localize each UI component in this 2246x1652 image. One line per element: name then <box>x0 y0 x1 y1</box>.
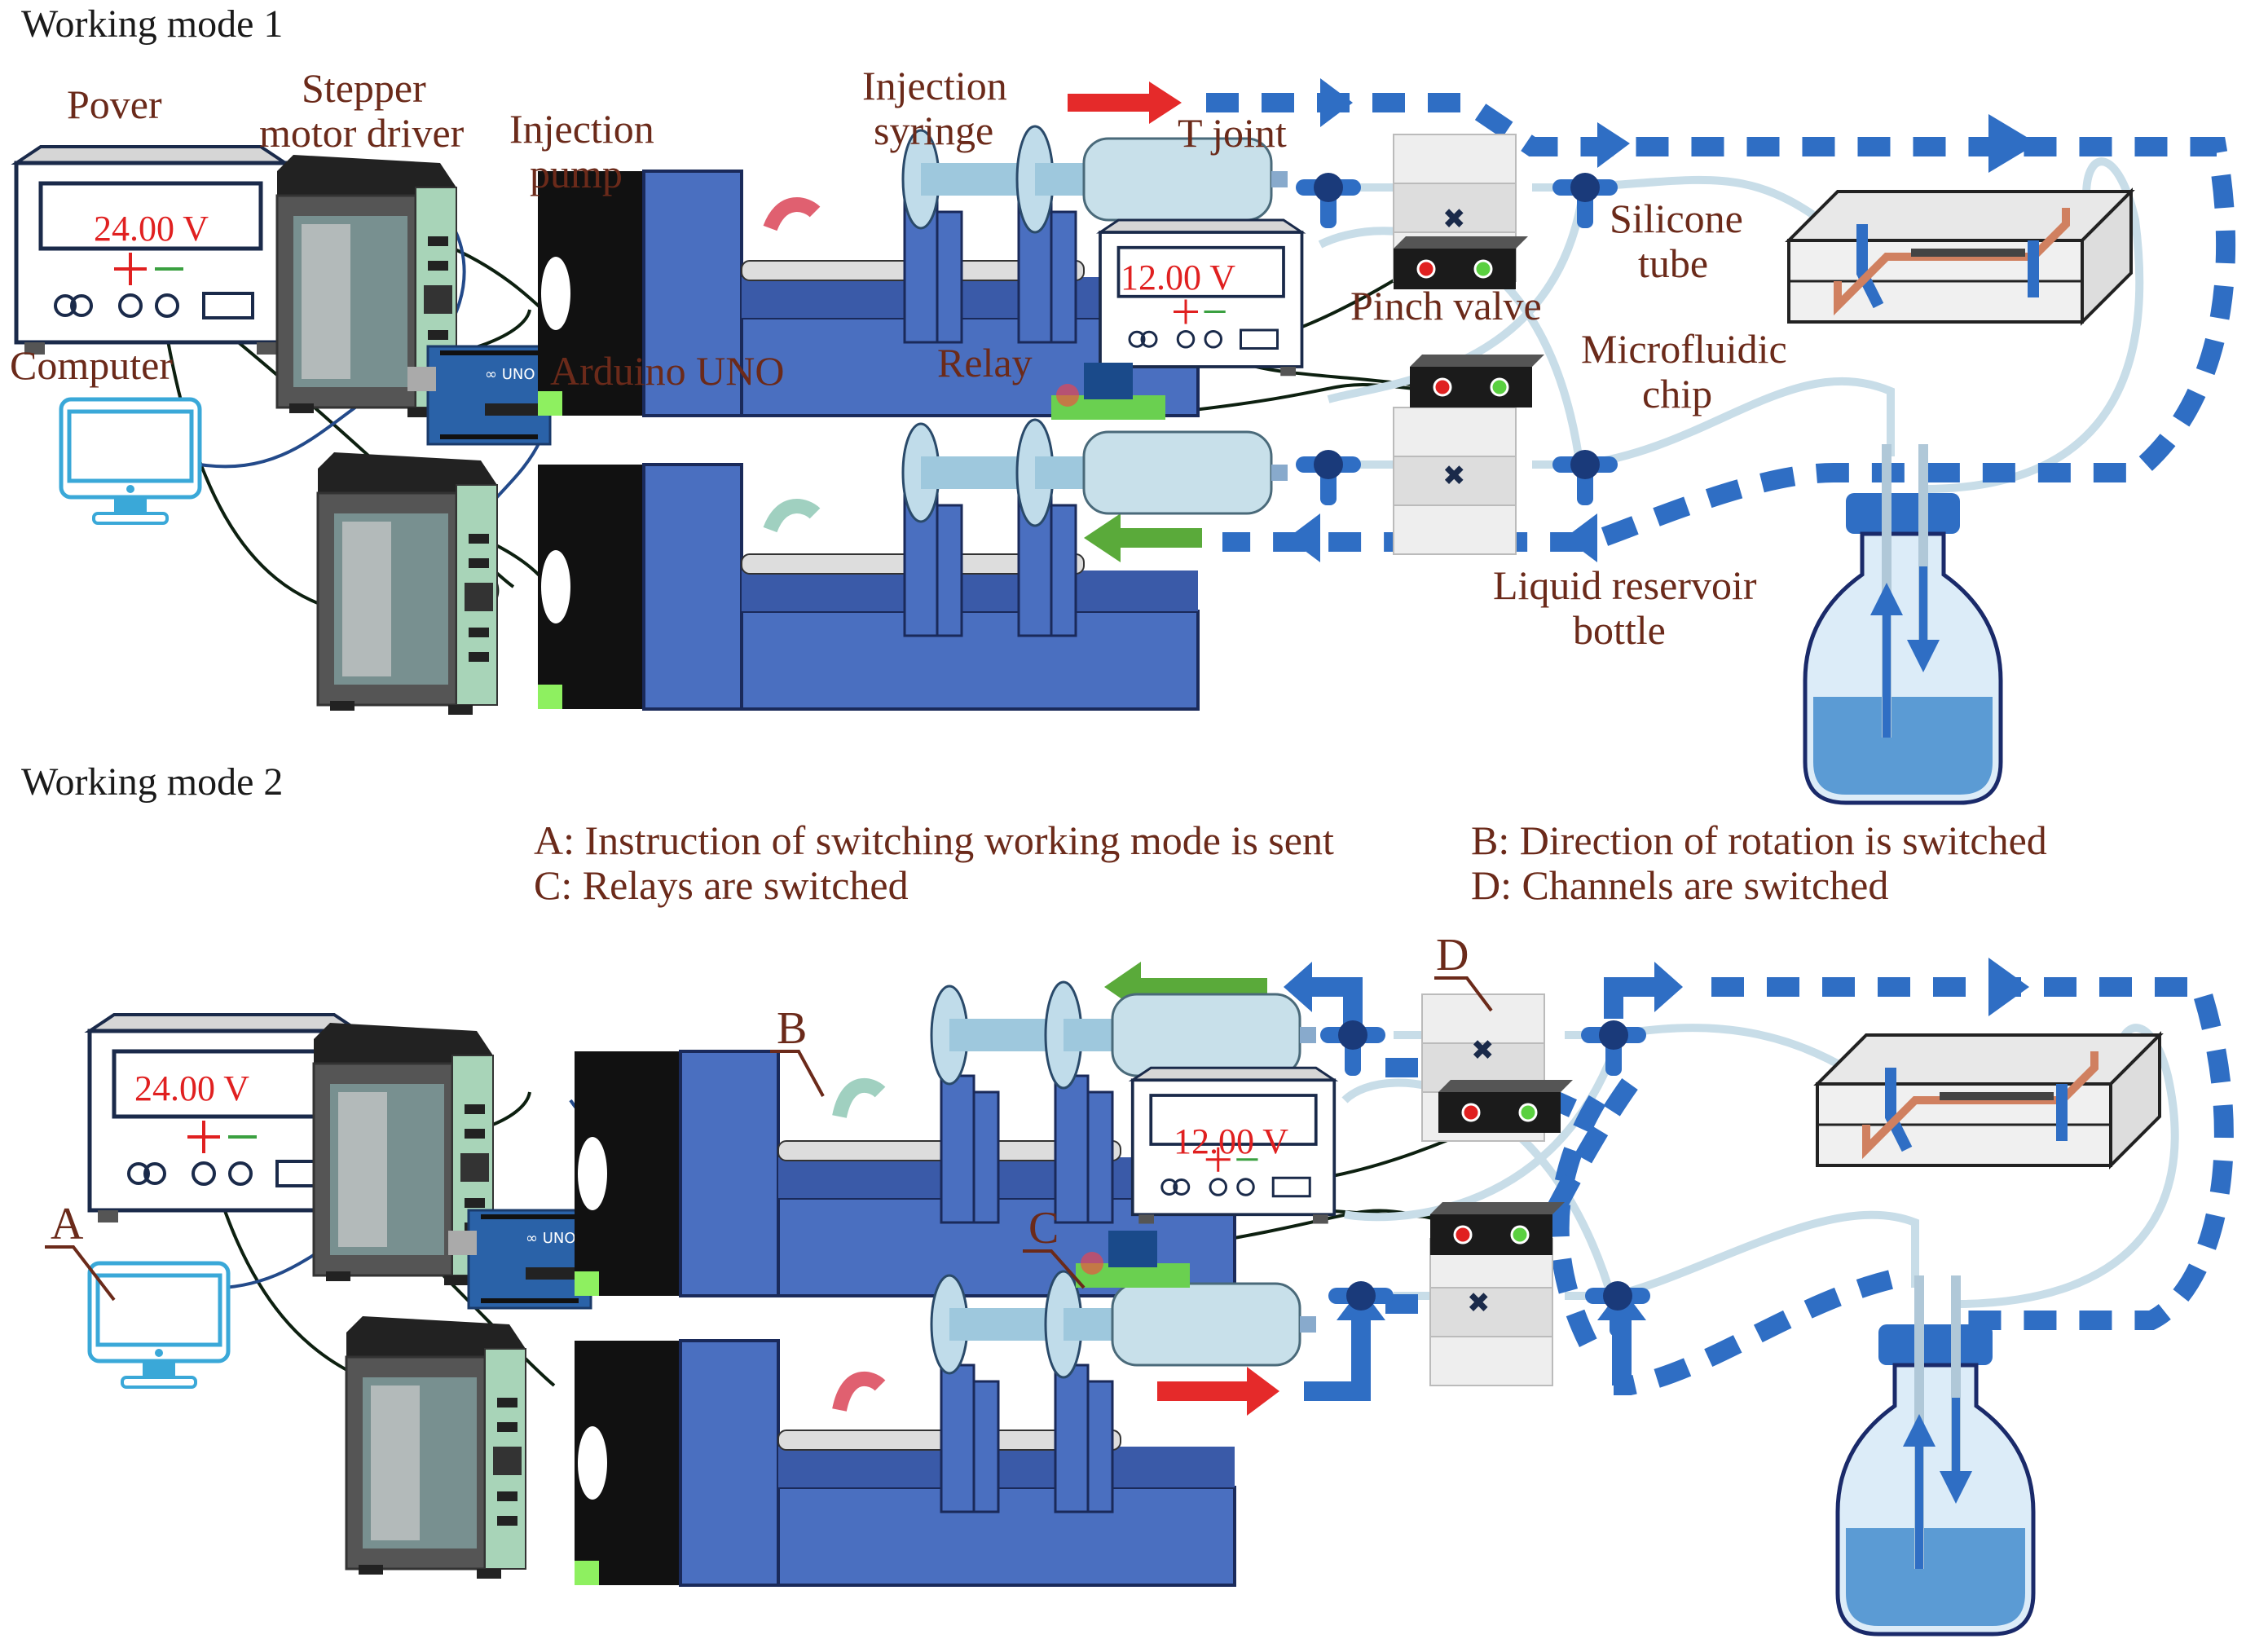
label-injection-pump-line2: pump <box>530 151 623 196</box>
pinch-valve-1-head <box>1392 235 1530 291</box>
label-arduino-uno: Arduino UNO <box>550 348 784 394</box>
marker-c: C <box>1028 1203 1059 1253</box>
t-joint-1-mode-2 <box>1320 1020 1385 1076</box>
injection-pump-2-mode-2 <box>573 1339 1236 1587</box>
voltage-readout-12v-mode-2: 12.00 V <box>1174 1121 1288 1161</box>
label-microfluidic-chip-line2: chip <box>1642 371 1712 416</box>
flow-path-mode-1 <box>1068 78 2236 562</box>
pinch-valve-2-head-mode-2 <box>1429 1200 1566 1257</box>
step-markers: A B C D <box>45 930 1493 1302</box>
label-t-joint: T joint <box>1178 110 1287 156</box>
label-reservoir-line2: bottle <box>1573 607 1666 653</box>
power-supply-12v <box>1099 218 1304 378</box>
t-joint-2 <box>1296 450 1361 505</box>
rotation-arrow-ccw <box>763 499 821 533</box>
power-supply-24v <box>16 147 285 355</box>
valve-closed-icon: ✖ <box>1467 1289 1491 1319</box>
arduino-uno-board <box>406 345 552 446</box>
legend: A: Instruction of switching working mode… <box>534 817 2047 908</box>
label-computer: Computer <box>10 342 173 388</box>
marker-c-arrow <box>1023 1249 1086 1289</box>
mode-2-section: Working mode 2 A: Instruction of switchi… <box>21 760 2234 1634</box>
arduino-uno-board-mode-2 <box>447 1209 592 1310</box>
pinch-valve-1-head-mode-2 <box>1437 1078 1574 1134</box>
label-stepper-motor-driver-line1: Stepper <box>302 65 426 111</box>
flow-path-mode-2 <box>1104 958 2234 1416</box>
microfluidic-chip-mode-2 <box>1817 1035 2160 1165</box>
marker-b: B <box>777 1003 807 1054</box>
legend-item-a: A: Instruction of switching working mode… <box>534 817 1334 863</box>
t-joint-3 <box>1552 173 1618 228</box>
voltage-readout-24v-mode-2: 24.00 V <box>134 1068 249 1108</box>
valve-closed-icon: ✖ <box>1442 205 1466 235</box>
label-silicone-tube-line2: tube <box>1638 240 1708 286</box>
marker-b-arrow <box>770 1050 825 1097</box>
marker-a-arrow <box>45 1245 116 1302</box>
label-injection-syringe-line1: Injection <box>862 63 1007 108</box>
label-microfluidic-chip-line1: Microfluidic <box>1581 326 1787 372</box>
legend-item-b: B: Direction of rotation is switched <box>1471 817 2047 863</box>
label-injection-syringe-line2: syringe <box>874 108 993 153</box>
marker-d-arrow <box>1434 976 1493 1012</box>
t-joint-4-mode-2 <box>1585 1281 1650 1337</box>
pinch-valve-2-head <box>1408 353 1546 409</box>
liquid-reservoir-bottle-mode-2 <box>1838 1275 2033 1634</box>
mode-1-title: Working mode 1 <box>21 2 283 46</box>
valve-closed-icon: ✖ <box>1442 461 1466 491</box>
label-pinch-valve: Pinch valve <box>1350 283 1542 328</box>
valve-closed-icon: ✖ <box>1471 1036 1495 1066</box>
liquid-reservoir-bottle <box>1805 444 2001 803</box>
t-joint-3-mode-2 <box>1581 1020 1646 1076</box>
voltage-readout-12v: 12.00 V <box>1121 258 1235 297</box>
pinch-valve-2-mode-2 <box>1429 1238 1553 1386</box>
mode-2-title: Working mode 2 <box>21 760 283 804</box>
computer-monitor-mode-2 <box>90 1263 228 1387</box>
label-relay: Relay <box>937 340 1033 385</box>
label-silicone-tube-line1: Silicone <box>1610 196 1743 241</box>
microfluidic-chip <box>1789 192 2131 322</box>
rotation-arrow-cw <box>763 197 821 231</box>
t-joint-4 <box>1552 450 1618 505</box>
stepper-motor-driver-2 <box>316 451 499 716</box>
computer-monitor <box>61 399 200 523</box>
label-stepper-motor-driver-line2: motor driver <box>259 110 465 156</box>
rotation-arrow-ccw-mode-2 <box>832 1077 886 1119</box>
stepper-motor-driver-2-mode-2 <box>345 1315 527 1580</box>
voltage-readout-24v: 24.00 V <box>94 209 209 249</box>
mode-1-section: Working mode 1 <box>10 2 2236 803</box>
component-labels: Pover Stepper motor driver Injection pum… <box>10 63 1787 653</box>
t-joint-2-mode-2 <box>1328 1281 1394 1337</box>
label-injection-pump-line1: Injection <box>509 106 654 152</box>
t-joint-1 <box>1296 173 1361 228</box>
label-power: Pover <box>67 81 162 127</box>
legend-item-c: C: Relays are switched <box>534 862 909 908</box>
marker-a: A <box>51 1199 84 1249</box>
marker-d: D <box>1436 930 1469 980</box>
legend-item-d: D: Channels are switched <box>1471 862 1888 908</box>
label-reservoir-line1: Liquid reservoir <box>1493 562 1757 608</box>
rotation-arrow-cw-mode-2 <box>832 1371 886 1412</box>
